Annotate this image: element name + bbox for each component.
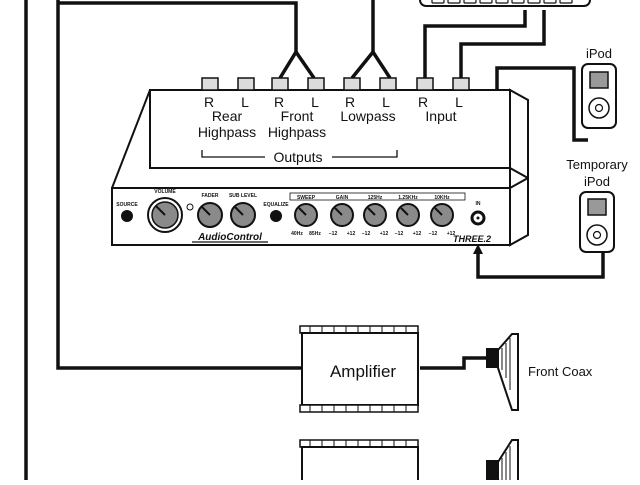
scale-label: −12 [429, 231, 438, 237]
eq-header-sweep: SWEEP [297, 195, 316, 201]
equalize-button[interactable] [270, 210, 282, 222]
temporary-ipod: Temporary iPod [566, 157, 628, 253]
front-controls: SOURCE VOLUME FADER SUB LEVEL EQUALIZE S… [116, 189, 491, 244]
power-led [186, 203, 194, 211]
outputs-bracket [201, 150, 398, 158]
model-label: THREE.2 [453, 234, 491, 244]
scale-label: −12 [362, 231, 371, 237]
scale-label: +12 [347, 231, 356, 237]
in-label: IN [476, 201, 481, 207]
brand-label: AudioControl [197, 232, 262, 243]
speaker-cone [497, 333, 519, 411]
port-front-r[interactable] [271, 77, 289, 91]
head-unit [419, 0, 591, 7]
speaker: Front Coax [486, 333, 593, 411]
fader-label: FADER [202, 193, 219, 199]
input-l-wire [459, 10, 546, 78]
front-r-label: R [274, 94, 284, 110]
lowpass-l-label: L [382, 94, 390, 110]
rear-r-label: R [204, 94, 214, 110]
input-title: Input [425, 108, 456, 124]
temp-ipod-label-line2: iPod [584, 174, 610, 189]
port-rear-l[interactable] [237, 77, 255, 91]
front-hp-fork [278, 48, 316, 79]
amplifier: Amplifier [299, 325, 419, 413]
scale-label: +12 [413, 231, 422, 237]
amplifier-2 [299, 439, 419, 485]
scale-label: 85Hz [309, 231, 321, 237]
outputs-label: Outputs [273, 149, 322, 165]
eq-header-10k: 10KHz [434, 195, 450, 201]
main-feed-wire [56, 0, 305, 370]
rear-title-line2: Highpass [198, 124, 256, 140]
speaker-magnet [486, 348, 498, 368]
scale-label: −12 [329, 231, 338, 237]
ipod-wire [495, 66, 588, 142]
sub-level-label: SUB LEVEL [229, 193, 257, 199]
wires [24, 0, 605, 480]
rear-feed-wire [58, 1, 298, 52]
temp-ipod-wire [476, 248, 605, 279]
front-l-label: L [311, 94, 319, 110]
eq-header-1k25: 1.25KHz [398, 195, 418, 201]
port-lowpass-r[interactable] [343, 77, 361, 91]
eq-header-gain: GAIN [336, 195, 349, 201]
speaker-2 [486, 439, 519, 485]
source-button[interactable] [121, 210, 133, 222]
equalize-label: EQUALIZE [263, 202, 289, 208]
front-title-line1: Front [281, 108, 314, 124]
ipod-label: iPod [586, 46, 612, 61]
eq-header-125: 125Hz [368, 195, 383, 201]
amplifier-body [301, 332, 419, 406]
input-r-wire [423, 10, 527, 78]
speaker-label: Front Coax [528, 364, 593, 379]
lowpass-title: Lowpass [340, 108, 395, 124]
speaker-wire [420, 356, 490, 370]
port-rear-r[interactable] [201, 77, 219, 91]
temp-ipod-screen [587, 198, 607, 216]
front-title-line2: Highpass [268, 124, 326, 140]
arrow-head [473, 244, 483, 254]
port-input-l[interactable] [452, 77, 470, 91]
lowpass-r-label: R [345, 94, 355, 110]
rear-title-line1: Rear [212, 108, 243, 124]
amplifier-label: Amplifier [330, 362, 396, 381]
source-label: SOURCE [116, 202, 138, 208]
scale-label: 40Hz [291, 231, 303, 237]
ipod: iPod [581, 46, 617, 129]
scale-label: −12 [395, 231, 404, 237]
temp-ipod-label-line1: Temporary [566, 157, 628, 172]
port-input-r[interactable] [416, 77, 434, 91]
scale-label: +12 [447, 231, 456, 237]
rca-ports [201, 77, 470, 91]
ipod-screen [589, 71, 609, 89]
port-front-l[interactable] [307, 77, 325, 91]
lowpass-fork [350, 49, 392, 80]
input-r-label: R [418, 94, 428, 110]
rear-l-label: L [241, 94, 249, 110]
input-l-label: L [455, 94, 463, 110]
port-lowpass-l[interactable] [379, 77, 397, 91]
scale-label: +12 [380, 231, 389, 237]
volume-label: VOLUME [154, 189, 176, 195]
